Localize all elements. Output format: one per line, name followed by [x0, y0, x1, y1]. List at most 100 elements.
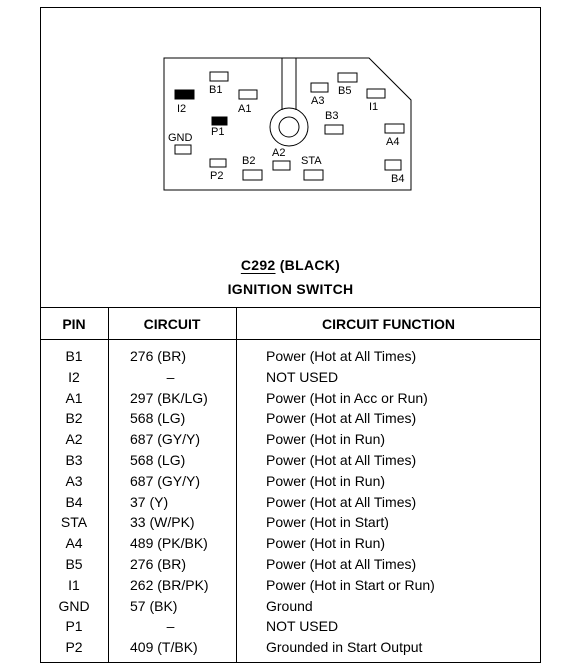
- table-row: B4 37 (Y) Power (Hot at All Times): [0, 493, 584, 514]
- column-divider-1: [108, 307, 109, 663]
- function-cell: Power (Hot at All Times): [266, 410, 417, 427]
- terminal-B1: [209, 71, 229, 82]
- table-row: B2 568 (LG) Power (Hot at All Times): [0, 409, 584, 430]
- pin-cell: P1: [65, 618, 83, 635]
- pin-cell: B5: [65, 556, 83, 572]
- table-row: B5 276 (BR) Power (Hot at All Times): [0, 555, 584, 576]
- pin-cell: B4: [65, 493, 83, 510]
- table-row: I1 262 (BR/PK) Power (Hot in Start or Run): [0, 576, 584, 597]
- header-circuit: CIRCUIT: [143, 316, 201, 332]
- pin-label-I1: I1: [369, 101, 378, 113]
- circuit-cell: 33 (W/PK): [130, 514, 195, 531]
- connector-title: C292 (BLACK): [40, 257, 541, 273]
- header-pin: PIN: [62, 316, 86, 332]
- connector-outline: [163, 57, 412, 191]
- connector-face-diagram: B1 I2 A1 GND P1 A3 B5 I1 B3 A4 A2 B2 STA…: [163, 57, 412, 191]
- terminal-STA: [303, 169, 324, 181]
- terminal-B4: [384, 159, 402, 171]
- terminal-I2: [174, 89, 195, 100]
- pin-label-B4: B4: [391, 173, 404, 185]
- circuit-cell: 262 (BR/PK): [130, 576, 209, 593]
- terminal-A4: [384, 123, 405, 134]
- circuit-cell: 57 (BK): [130, 597, 178, 614]
- pin-cell: B1: [65, 348, 83, 364]
- header-circuit-function: CIRCUIT FUNCTION: [322, 316, 455, 332]
- function-cell: Power (Hot at All Times): [266, 348, 417, 364]
- table-row: A2 687 (GY/Y) Power (Hot in Run): [0, 430, 584, 451]
- key-slot: [281, 58, 297, 110]
- terminal-A3: [310, 82, 329, 93]
- circuit-cell: 568 (LG): [130, 452, 186, 468]
- pin-cell: P2: [65, 639, 83, 656]
- table-top-divider: [40, 307, 541, 308]
- component-name: IGNITION SWITCH: [227, 281, 354, 297]
- pin-label-A3: A3: [311, 95, 324, 107]
- pin-label-STA: STA: [301, 155, 322, 167]
- circuit-cell: 297 (BK/LG): [130, 389, 208, 406]
- pin-cell: I1: [68, 576, 80, 593]
- circuit-cell: –: [166, 618, 175, 635]
- pin-label-B5: B5: [338, 85, 351, 97]
- function-cell: Power (Hot in Run): [266, 431, 386, 448]
- function-cell: Ground: [266, 597, 313, 614]
- pin-label-A4: A4: [386, 136, 399, 148]
- circuit-cell: 409 (T/BK): [130, 639, 198, 656]
- terminal-B5: [337, 72, 358, 83]
- circuit-cell: 276 (BR): [130, 348, 187, 364]
- pin-cell: A1: [65, 389, 83, 406]
- function-cell: Power (Hot at All Times): [266, 556, 417, 572]
- terminal-B2: [242, 169, 263, 181]
- terminal-A1: [238, 89, 258, 100]
- pin-label-A1: A1: [238, 103, 251, 115]
- circuit-cell: 489 (PK/BK): [130, 535, 208, 552]
- table-row: GND 57 (BK) Ground: [0, 597, 584, 618]
- function-cell: Power (Hot in Run): [266, 472, 386, 489]
- pin-label-P1: P1: [211, 126, 224, 138]
- function-cell: Power (Hot at All Times): [266, 493, 417, 510]
- pin-label-A2: A2: [272, 147, 285, 159]
- terminal-P2: [209, 158, 227, 168]
- table-row: P1 – NOT USED: [0, 617, 584, 638]
- header-divider: [40, 339, 541, 340]
- pin-cell: A2: [65, 431, 83, 448]
- circuit-cell: –: [166, 368, 175, 385]
- table-row: A1 297 (BK/LG) Power (Hot in Acc or Run): [0, 389, 584, 410]
- pin-label-I2: I2: [177, 103, 186, 115]
- pin-cell: STA: [60, 514, 88, 531]
- key-ring-inner: [278, 116, 300, 138]
- function-cell: NOT USED: [266, 368, 339, 385]
- terminal-I1: [366, 88, 386, 99]
- terminal-P1: [211, 116, 228, 126]
- circuit-cell: 687 (GY/Y): [130, 472, 201, 489]
- function-cell: Power (Hot in Start or Run): [266, 576, 435, 593]
- column-divider-2: [236, 307, 237, 663]
- terminal-B3: [324, 124, 344, 135]
- pin-label-GND: GND: [168, 132, 193, 144]
- pin-cell: A4: [65, 535, 83, 552]
- circuit-cell: 276 (BR): [130, 556, 187, 572]
- function-cell: Power (Hot in Run): [266, 535, 386, 552]
- table-row: B3 568 (LG) Power (Hot at All Times): [0, 451, 584, 472]
- pin-cell: I2: [68, 368, 80, 385]
- terminal-GND: [174, 144, 192, 155]
- function-cell: Power (Hot at All Times): [266, 452, 417, 468]
- table-row: A4 489 (PK/BK) Power (Hot in Run): [0, 534, 584, 555]
- circuit-cell: 687 (GY/Y): [130, 431, 201, 448]
- pin-label-B1: B1: [209, 84, 222, 96]
- function-cell: Power (Hot in Acc or Run): [266, 389, 428, 406]
- pin-cell: B2: [65, 410, 83, 427]
- function-cell: NOT USED: [266, 618, 339, 635]
- connector-id: C292: [240, 257, 276, 273]
- pin-cell: GND: [58, 597, 90, 614]
- table-row: B1 276 (BR) Power (Hot at All Times): [0, 347, 584, 368]
- connector-color: (BLACK): [279, 257, 341, 273]
- table-row: I2 – NOT USED: [0, 368, 584, 389]
- circuit-cell: 568 (LG): [130, 410, 186, 427]
- pin-label-P2: P2: [210, 170, 223, 182]
- circuit-cell: 37 (Y): [130, 493, 169, 510]
- pin-cell: B3: [65, 452, 83, 468]
- table-row: P2 409 (T/BK) Grounded in Start Output: [0, 638, 584, 659]
- function-cell: Grounded in Start Output: [266, 639, 423, 656]
